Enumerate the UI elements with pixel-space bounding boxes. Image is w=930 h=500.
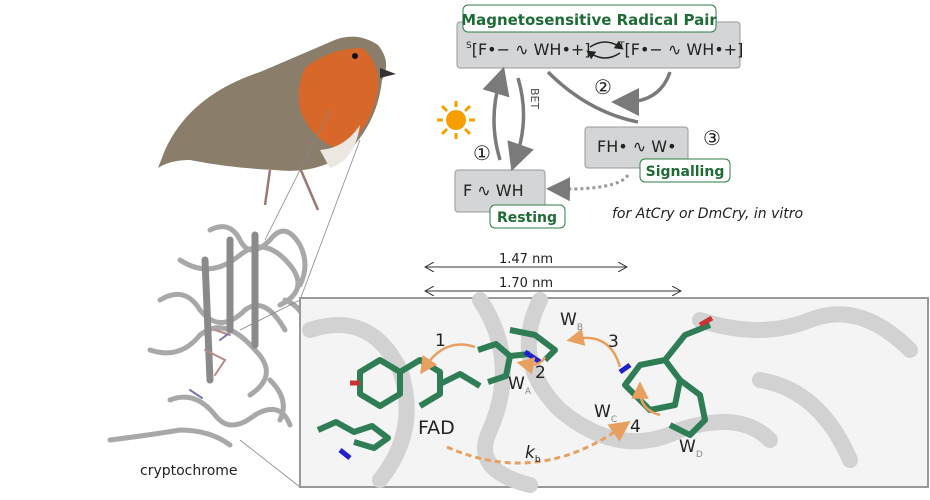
step-3-marker: ③ bbox=[703, 126, 721, 150]
robin-bird-image bbox=[158, 36, 396, 211]
cryptochrome-protein-image bbox=[107, 224, 309, 448]
transfer-arrow-2 bbox=[516, 356, 547, 375]
sun-icon bbox=[437, 101, 475, 139]
recovery-arrow bbox=[546, 174, 630, 202]
transfer-arrow-3 bbox=[566, 328, 622, 368]
distance-short: 1.47 nm bbox=[499, 252, 553, 267]
zoom-line bbox=[264, 109, 331, 241]
transfer-arrow-1 bbox=[420, 343, 476, 375]
signalling-state: FH• ∿ W• bbox=[597, 137, 677, 156]
back-electron-transfer-arrow bbox=[507, 77, 534, 172]
radical-pair-label: Magnetosensitive Radical Pair bbox=[461, 11, 717, 29]
interconversion-arrow bbox=[586, 50, 621, 60]
zoom-line bbox=[239, 439, 301, 488]
triplet-state: T[F•− ∿ WH•+] bbox=[618, 40, 743, 59]
zoom-line bbox=[299, 139, 361, 301]
transfer-arrow-4 bbox=[631, 381, 661, 417]
step-1-marker: ① bbox=[473, 141, 491, 165]
wb-label: WB bbox=[560, 310, 583, 333]
radical-pair-label-box bbox=[462, 4, 717, 33]
transfer-label-4: 4 bbox=[630, 417, 641, 437]
signalling-box bbox=[584, 126, 689, 169]
zoom-line bbox=[239, 299, 301, 331]
resting-label: Resting bbox=[497, 210, 557, 226]
protein-label: cryptochrome bbox=[140, 463, 238, 479]
transfer-label-3: 3 bbox=[608, 332, 619, 352]
transfer-label-1: 1 bbox=[435, 331, 446, 351]
signalling-label-box bbox=[639, 158, 731, 183]
wc-label: WC bbox=[594, 402, 617, 425]
conditions-note: for AtCry or DmCry, in vitro bbox=[612, 206, 803, 222]
step-2-marker: ② bbox=[594, 75, 612, 99]
distance-long: 1.70 nm bbox=[499, 276, 553, 291]
back-transfer-arrow bbox=[446, 420, 631, 465]
signalling-arrow bbox=[546, 70, 672, 124]
signalling-label: Signalling bbox=[646, 164, 725, 180]
fad-label: FAD bbox=[418, 417, 455, 439]
radical-pair-scheme: Magnetosensitive Radical Pair S[F•− ∿ WH… bbox=[437, 4, 803, 229]
tryptophan-tetrad-inset: FAD WA WB WC WD kb 1 2 3 4 bbox=[299, 292, 929, 493]
interconversion-arrow bbox=[589, 40, 624, 50]
resting-label-box bbox=[489, 204, 566, 229]
transfer-label-2: 2 bbox=[535, 363, 546, 383]
photoexcitation-arrow bbox=[482, 66, 510, 161]
singlet-state: S[F•− ∿ WH•+] bbox=[466, 40, 591, 59]
wd-label: WD bbox=[679, 437, 703, 460]
resting-state: F ∿ WH bbox=[463, 181, 524, 200]
bet-label: BET bbox=[528, 88, 541, 109]
kb-label: kb bbox=[525, 443, 541, 465]
wa-label: WA bbox=[508, 374, 532, 397]
